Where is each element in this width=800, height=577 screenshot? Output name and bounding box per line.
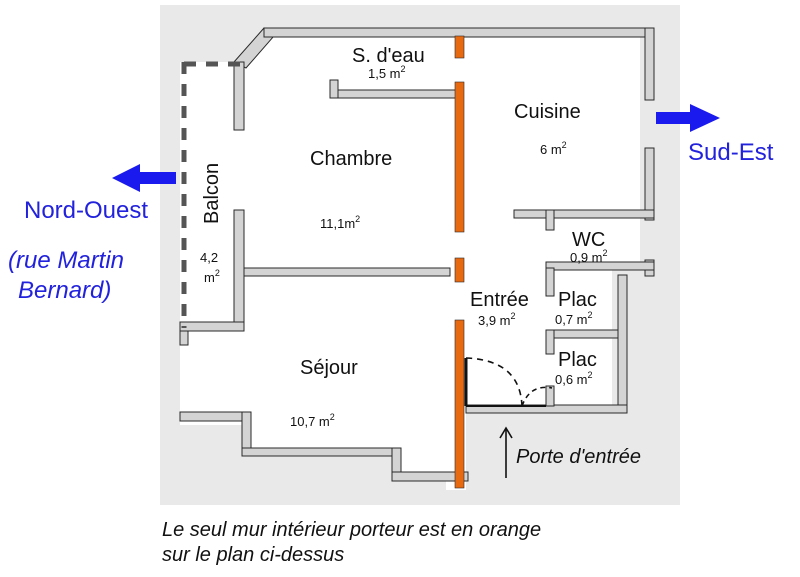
- arrow-right-icon: [656, 104, 720, 132]
- wall-salle-deau-bottom: [329, 89, 457, 99]
- caption-line-2: sur le plan ci-dessus: [162, 544, 345, 566]
- wall-bottom-left: [179, 411, 251, 422]
- wall-chambre-sejour: [243, 267, 451, 277]
- plan-caption: Le seul mur intérieur porteur est en ora…: [162, 518, 782, 568]
- street-line-1: (rue Martin: [8, 247, 124, 274]
- wall-placard-divider: [545, 329, 619, 339]
- wall-placard-right: [617, 274, 628, 414]
- room-area-wc: 0,9 m2: [570, 248, 608, 265]
- floor-area: [180, 35, 640, 490]
- room-name-wc: WC: [572, 229, 605, 251]
- room-area-balcon-unit: m2: [204, 268, 220, 285]
- room-name-salle-deau: S. d'eau: [352, 45, 425, 67]
- wall-right-middle: [644, 147, 655, 221]
- interior-walls: [243, 79, 655, 407]
- bearing-wall: [454, 35, 465, 489]
- room-name-entree: Entrée: [470, 289, 529, 311]
- balcony-outline: [181, 61, 240, 328]
- street-line-2: Bernard): [18, 277, 111, 304]
- door-label: Porte d'entrée: [516, 446, 641, 468]
- wall-salle-deau-stub: [329, 79, 339, 99]
- room-area-entree: 3,9 m2: [478, 311, 516, 328]
- wall-left-balcon: [233, 209, 245, 329]
- compass-label-right: Sud-Est: [688, 139, 774, 166]
- bearing-wall-segment-1: [454, 35, 465, 59]
- wall-wc-bottom: [545, 261, 655, 271]
- wall-placard-top: [545, 267, 555, 297]
- wall-left-sejour: [179, 321, 245, 332]
- room-name-chambre: Chambre: [310, 148, 392, 170]
- wall-placard-lower: [545, 385, 555, 407]
- room-name-placard-2: Plac: [558, 349, 597, 371]
- wall-cuisine-stub: [545, 209, 555, 231]
- room-area-placard-2: 0,6 m2: [555, 370, 593, 387]
- room-area-chambre: 11,1m2: [320, 214, 360, 231]
- bearing-wall-segment-3: [454, 257, 465, 283]
- wall-top: [263, 27, 655, 38]
- bearing-wall-segment-4: [454, 319, 465, 489]
- compass-label-left: Nord-Ouest: [24, 197, 148, 224]
- wall-sejour-bottom2: [391, 471, 469, 482]
- arrow-left-icon: [112, 164, 176, 192]
- exterior-walls: [179, 27, 655, 482]
- entrance-door: [464, 357, 553, 407]
- room-area-sejour: 10,7 m2: [290, 412, 335, 429]
- room-name-placard-1: Plac: [558, 289, 597, 311]
- caption-line-1: Le seul mur intérieur porteur est en ora…: [162, 519, 542, 541]
- wall-sejour-bottom: [241, 447, 401, 457]
- room-name-sejour: Séjour: [300, 357, 358, 379]
- door-pointer-arrow-icon: [499, 426, 513, 478]
- door-swing-arc-small: [521, 386, 553, 407]
- wall-left-upper: [233, 61, 245, 131]
- room-name-cuisine: Cuisine: [514, 101, 581, 123]
- room-name-balcon: Balcon: [201, 163, 223, 224]
- wall-sejour-left: [179, 330, 189, 346]
- wall-cuisine-bottom: [513, 209, 655, 219]
- room-area-placard-1: 0,7 m2: [555, 310, 593, 327]
- room-area-cuisine: 6 m2: [540, 140, 567, 157]
- wall-right-upper: [644, 27, 655, 101]
- bearing-wall-segment-2: [454, 81, 465, 233]
- room-area-balcon-value: 4,2: [200, 250, 218, 265]
- wall-placard-mid: [545, 329, 555, 355]
- room-area-salle-deau: 1,5 m2: [368, 64, 406, 81]
